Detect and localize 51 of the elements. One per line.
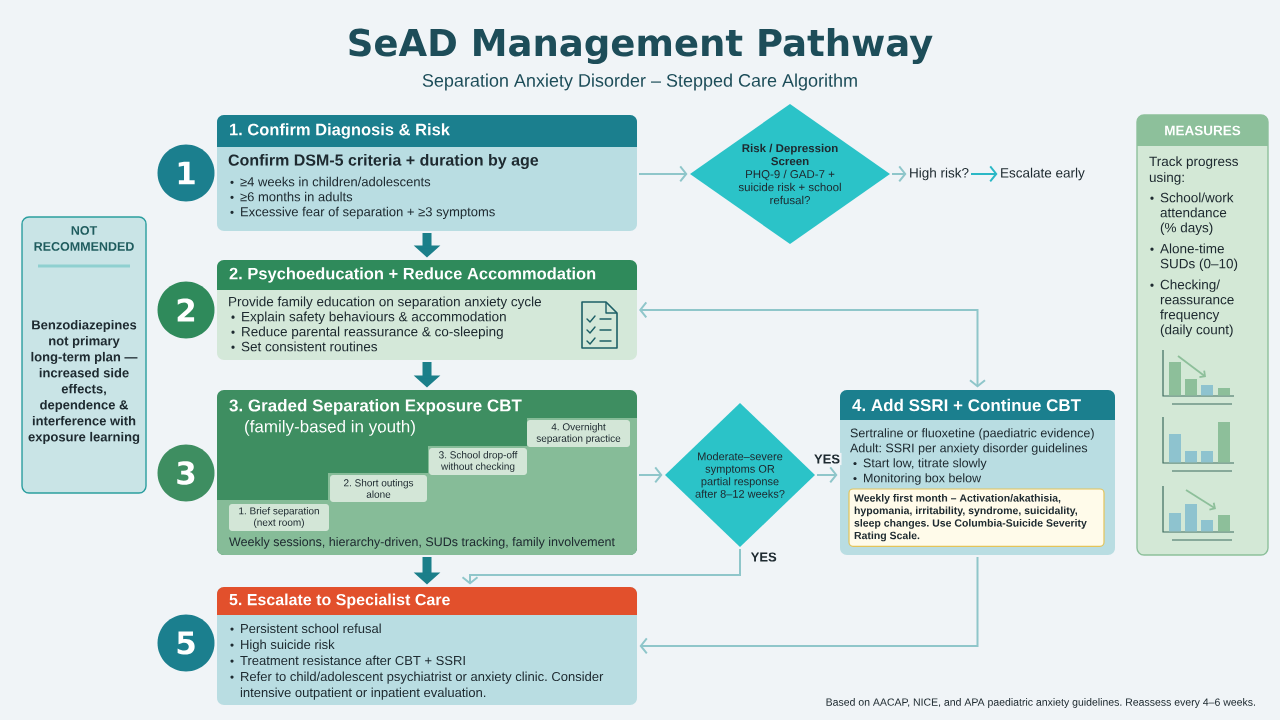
step-box: 2. Short outings alone (330, 475, 427, 502)
bullet-item: Treatment resistance after CBT + SSRI (240, 655, 465, 666)
header-bar: 5. Escalate to Specialist Care (217, 587, 637, 615)
bullet-item: School/work attendance (% days) (1160, 192, 1234, 236)
body-text: Weekly sessions, hierarchy-driven, SUDs tracking, family involvement (229, 537, 615, 549)
bullet-item: ≥4 weeks in children/adolescents (240, 176, 431, 187)
panel-heading: NOT RECOMMENDED (34, 226, 134, 251)
body-text: Benzodiazepines not primary long-term plan — increased side effects, dependence & interference with exposure learning (28, 319, 140, 445)
note-text: High risk? (910, 167, 969, 181)
step-box: 4. Overnight separation practice (527, 420, 630, 447)
bullet-item: Explain safety behaviours & accommodation (242, 311, 506, 325)
body-text: Adult: SSRI per anxiety disorder guidelines (850, 443, 1088, 455)
warning-note: Weekly first month – Activation/akathisia, hypomania, irritability, syndrome, suicidality, sleep changes. Use Columbia-Suicide Severity Rating Scale. (848, 488, 1105, 547)
body-text: Sertraline or fluoxetine (paediatric evidence) (850, 428, 1094, 440)
footnote: Based on AACAP, NICE, and APA paediatric anxiety guidelines. Reassess every 4–6 weeks. (826, 698, 1255, 708)
subtitle: Separation Anxiety Disorder – Stepped Care Algorithm (422, 73, 857, 91)
step-box: 3. School drop-off without checking (429, 448, 527, 475)
bullet-item: Checking/reassurance frequency (daily count) (1160, 279, 1234, 338)
body-text: Provide family education on separation anxiety cycle (229, 296, 541, 310)
bullet-item: Start low, titrate slowly (863, 458, 987, 470)
header-bar: 4. Add SSRI + Continue CBT (840, 390, 1115, 420)
bullet-item: Set consistent routines (241, 341, 378, 352)
arrow (638, 466, 663, 484)
heading: Confirm DSM-5 criteria + duration by age (228, 154, 539, 169)
number-badge: 3 (157, 444, 215, 502)
number-badge: 1 (157, 144, 215, 202)
arrow (970, 165, 998, 183)
header-bar: 2. Psychoeducation + Reduce Accommodation (217, 260, 637, 290)
number-badge: 2 (157, 281, 215, 339)
heading: 3. Graded Separation Exposure CBT (229, 399, 522, 415)
header-bar: 1. Confirm Diagnosis & Risk (217, 115, 637, 147)
header-bar: MEASURES (1137, 115, 1268, 146)
bullet-item: ≥6 months in adults (240, 191, 353, 202)
bullet-item: Monitoring box below (864, 473, 982, 485)
body-text: Track progress using: (1149, 156, 1238, 185)
arrow (639, 556, 979, 655)
bullet-item: Reduce parental reassurance & co-sleeping (242, 326, 503, 340)
bullet-item: Excessive fear of separation + ≥3 symptoms (241, 206, 495, 219)
bullet-item: Alone-time SUDs (0–10) (1160, 243, 1238, 272)
bullet-item: Persistent school refusal (241, 623, 381, 634)
title: SeAD Management Pathway (349, 27, 933, 65)
step-box: 1. Brief separation (next room) (229, 504, 329, 531)
arrow (638, 165, 688, 183)
arrow (816, 466, 838, 484)
subheading: (family-based in youth) (245, 420, 415, 436)
note-text: Escalate early (1001, 167, 1085, 181)
double-arrow (639, 301, 986, 388)
arrow (461, 548, 741, 585)
bullet-item: Refer to child/adolescent psychiatrist or anxiety clinic. Consider intensive outpatient or inpatient evaluation. (240, 671, 604, 700)
bullet-item: High suicide risk (241, 639, 335, 652)
number-badge: 5 (157, 614, 215, 672)
